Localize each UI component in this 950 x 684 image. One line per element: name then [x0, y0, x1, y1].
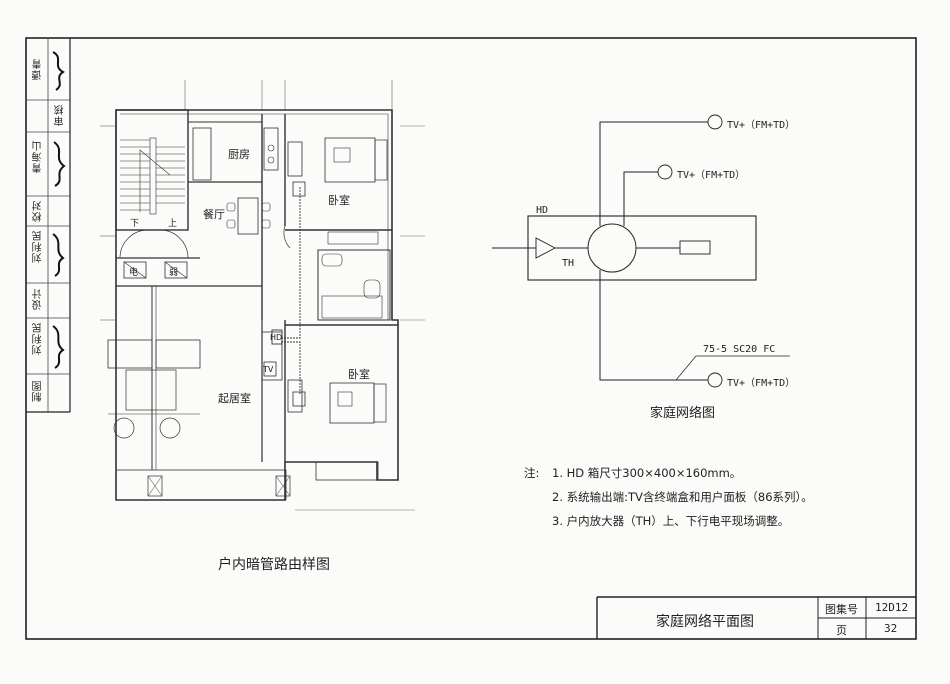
title-block-lines [596, 596, 916, 639]
hd-label: HD [536, 205, 549, 216]
cable-spec-label: 75-5 SC20 FC [703, 344, 776, 355]
signature-checker [53, 141, 66, 187]
room-living: 起居室 [218, 392, 251, 405]
note-1: 1. HD 箱尺寸300×400×160mm。 [552, 466, 742, 480]
room-bedroom-bottom: 卧室 [348, 368, 370, 381]
tv-outlet-1-label: TV+（FM+TD） [727, 120, 796, 131]
tv-outlet-1 [707, 114, 723, 130]
weak-box-label: 弱 [169, 268, 179, 278]
notes-prefix: 注: [524, 466, 540, 480]
drawing-title: 家庭网络平面图 [656, 614, 754, 630]
strip-name-designer: 刘利民 [33, 230, 44, 263]
tv-outlet-3-label: TV+（FM+TD） [727, 378, 796, 389]
signature-approve [52, 51, 65, 91]
page-label: 页 [836, 624, 847, 637]
page-number-value: 32 [884, 622, 898, 635]
tv-symbol-living: TV [263, 365, 274, 374]
tv-outlet-3 [707, 372, 723, 388]
atlas-number-value: 12D12 [875, 601, 909, 614]
network-diagram [492, 114, 790, 388]
tv-outlet-2-label: TV+（FM+TD） [677, 170, 746, 181]
sheet-frame [25, 37, 917, 640]
note-2: 2. 系统输出端:TV含终端盒和用户面板（86系列）。 [552, 490, 813, 504]
network-caption: 家庭网络图 [650, 406, 716, 421]
signature-drafter [52, 325, 65, 369]
stair-up-label: 上 [168, 219, 178, 229]
floor-plan-caption: 户内暗管路由样图 [218, 557, 330, 573]
amplifier-symbol [535, 237, 556, 259]
elec-box-label: 电 [129, 268, 139, 278]
atlas-number-label: 图集号 [825, 603, 858, 616]
floor-plan [100, 80, 425, 511]
strip-label-draft: 制图 [33, 380, 44, 402]
strip-name-drafter: 刘利民 [33, 322, 44, 355]
room-dining: 餐厅 [203, 208, 225, 221]
strip-name-checker: 青海山 [33, 140, 44, 173]
strip-label-approve: 谭青 [33, 58, 44, 80]
terminal-symbol [679, 240, 711, 255]
strip-label-review: 审核 [55, 104, 66, 126]
hd-symbol: HD [270, 333, 283, 342]
room-kitchen: 厨房 [228, 148, 250, 161]
room-bedroom-top: 卧室 [328, 194, 350, 207]
tv-outlet-2 [657, 164, 673, 180]
stair-down-label: 下 [130, 219, 140, 229]
strip-label-design: 设计 [33, 288, 44, 310]
th-label: TH [562, 258, 575, 269]
strip-label-check: 校对 [33, 200, 44, 222]
note-3: 3. 户内放大器（TH）上、下行电平现场调整。 [552, 514, 790, 528]
signature-designer [52, 233, 65, 277]
splitter-symbol [587, 223, 637, 273]
